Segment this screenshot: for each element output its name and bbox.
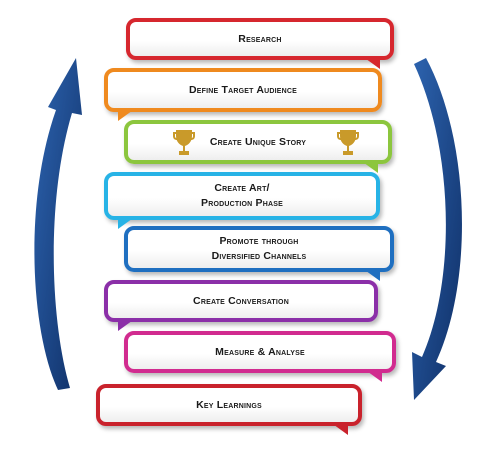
step-create-art-production-phase: Create Art/ Production Phase bbox=[104, 172, 380, 229]
left-circular-arrow-icon bbox=[34, 58, 82, 390]
speech-tail bbox=[118, 108, 136, 121]
speech-tail bbox=[118, 216, 136, 229]
step-label: Key Learnings bbox=[196, 398, 262, 411]
step-label: Create Unique Story bbox=[209, 135, 307, 148]
step-label: Create Conversation bbox=[193, 294, 289, 307]
speech-tail bbox=[362, 56, 380, 69]
speech-tail bbox=[330, 422, 348, 435]
step-research: Research bbox=[126, 18, 394, 69]
step-label: Measure & Analyse bbox=[215, 345, 305, 358]
step-define-target-audience: Define Target Audience bbox=[104, 68, 382, 121]
step-key-learnings: Key Learnings bbox=[96, 384, 362, 435]
step-label: Promote through Diversified Channels bbox=[211, 235, 307, 262]
right-circular-arrow-icon bbox=[412, 58, 462, 400]
speech-tail bbox=[364, 369, 382, 382]
speech-tail bbox=[118, 318, 136, 331]
step-label: Define Target Audience bbox=[188, 83, 298, 96]
speech-tail bbox=[362, 268, 380, 281]
trophy-icon bbox=[173, 130, 195, 155]
speech-tail bbox=[360, 160, 378, 173]
step-create-conversation: Create Conversation bbox=[104, 280, 378, 331]
step-label: Research bbox=[238, 32, 282, 45]
step-label: Create Art/ Production Phase bbox=[201, 182, 283, 209]
trophy-icon bbox=[337, 130, 359, 155]
step-create-unique-story: Create Unique Story bbox=[124, 120, 392, 173]
step-measure-and-analyse: Measure & Analyse bbox=[124, 331, 396, 382]
step-promote-through-diversified-channels: Promote through Diversified Channels bbox=[124, 226, 394, 281]
